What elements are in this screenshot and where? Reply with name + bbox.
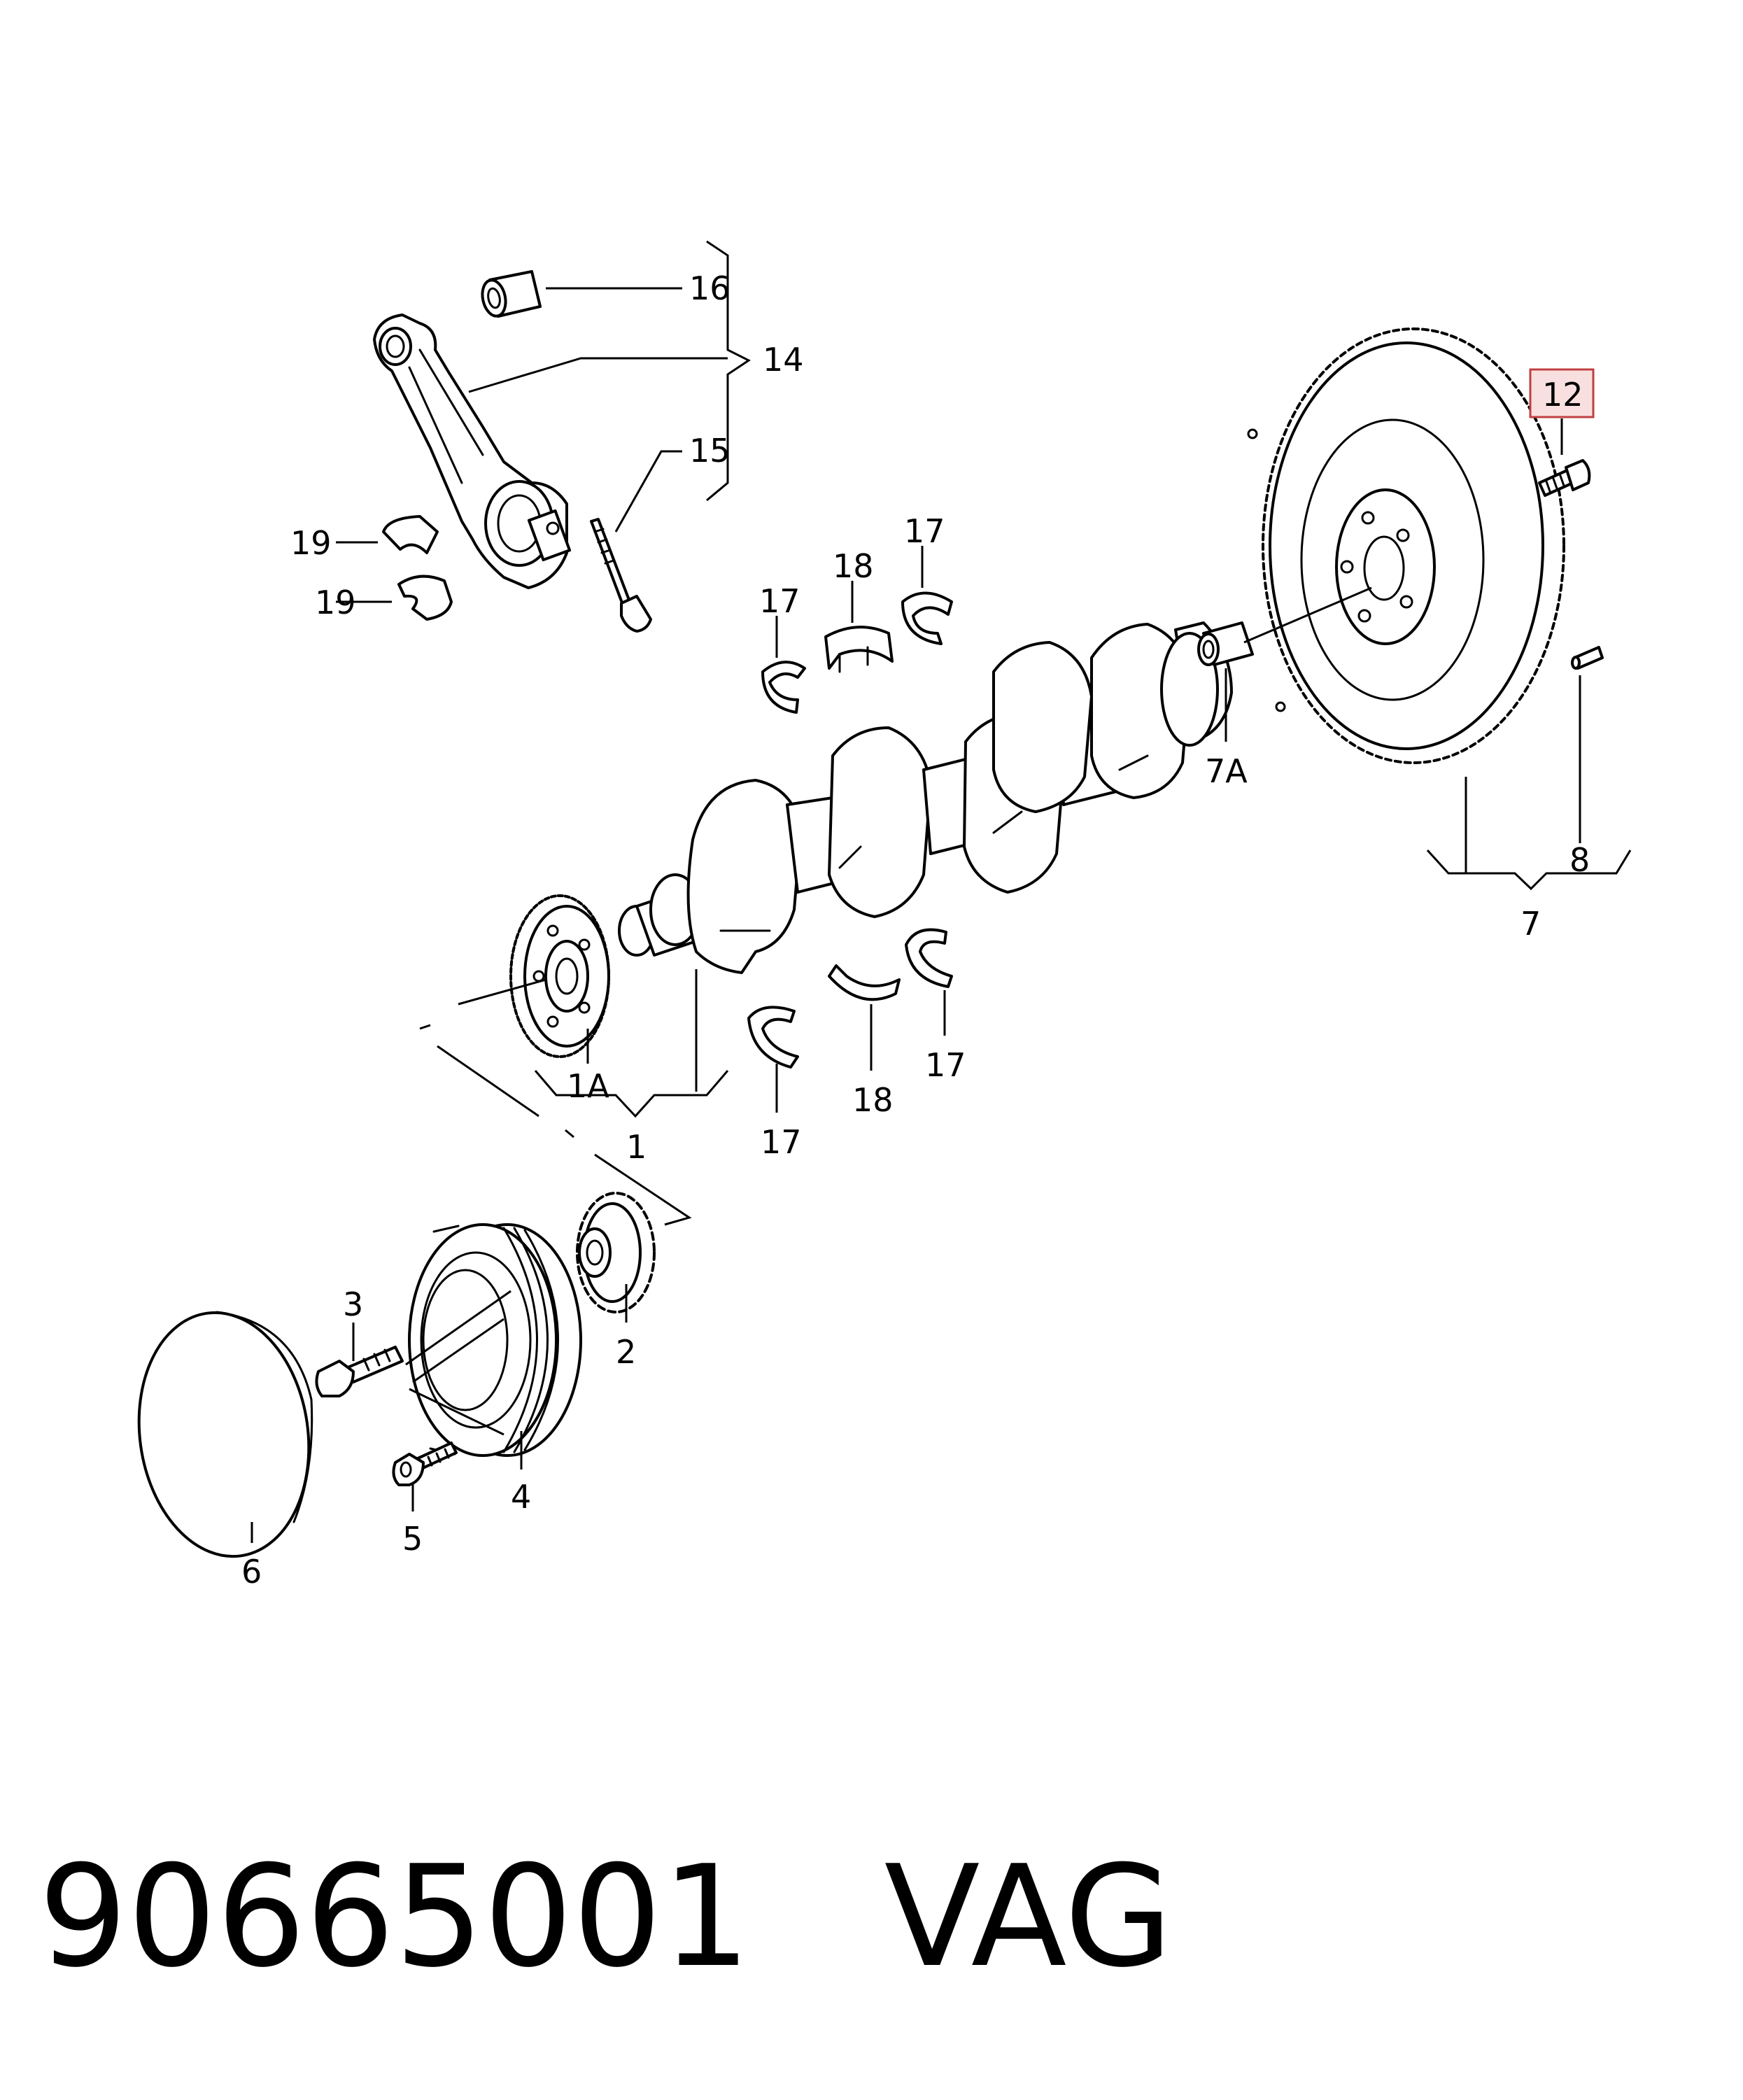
vibration-damper-pulley — [408, 1223, 582, 1457]
flywheel-bolt — [1538, 459, 1591, 497]
dowel-pin — [1571, 646, 1604, 670]
small-end-bushing — [481, 270, 542, 318]
part-number: 90665001 — [38, 1835, 751, 1999]
conrod-bearing-shells — [382, 515, 453, 621]
callout-7: 7 — [1520, 905, 1541, 943]
callout-17-lower-left: 17 — [761, 1123, 802, 1161]
callout-7A: 7A — [1205, 752, 1248, 790]
callout-18-upper: 18 — [833, 547, 874, 585]
main-bearing-shells-upper — [824, 626, 894, 673]
callout-6: 6 — [241, 1553, 262, 1591]
callout-2: 2 — [616, 1333, 636, 1371]
callout-labels: 16 14 15 19 19 12 17 18 17 7A 8 7 1A 1 1… — [241, 269, 1595, 1591]
callout-19-lower: 19 — [315, 584, 356, 621]
callout-17-lower-right: 17 — [925, 1046, 966, 1084]
thrust-washer-upper-left — [761, 661, 806, 714]
callout-15: 15 — [689, 432, 731, 470]
pulley-bolt — [392, 1442, 458, 1486]
crankshaft — [618, 621, 1233, 974]
callout-12: 12 — [1542, 376, 1583, 414]
callout-17-upper-right: 17 — [904, 512, 945, 550]
crankshaft-gear — [509, 894, 610, 1058]
callout-14: 14 — [763, 341, 804, 379]
callout-17-upper-left: 17 — [759, 582, 800, 620]
callout-18-lower: 18 — [852, 1081, 894, 1119]
flywheel — [1247, 327, 1565, 764]
callout-4: 4 — [511, 1478, 531, 1516]
callout-16: 16 — [689, 269, 731, 307]
callout-12-highlight — [1529, 368, 1595, 418]
needle-bearing — [1197, 621, 1254, 666]
connecting-rod — [373, 313, 572, 589]
thrust-washer-lower-right — [905, 928, 953, 988]
callout-3: 3 — [343, 1285, 363, 1323]
part-number-caption: 90665001 VAG — [38, 1833, 1173, 2001]
callout-19-upper: 19 — [290, 524, 332, 562]
pulley-center-bolt — [315, 1346, 404, 1397]
thrust-washer-upper-right — [901, 591, 953, 645]
thrust-washer-lower-left — [747, 1006, 799, 1069]
callout-5: 5 — [402, 1520, 423, 1558]
conrod-bolt — [590, 518, 652, 633]
callout-1A: 1A — [567, 1067, 609, 1105]
crank-sprocket — [576, 1192, 656, 1313]
leader-lines — [250, 240, 1632, 1543]
brand-name: VAG — [884, 1835, 1173, 1999]
main-bearing-shells-lower — [828, 964, 901, 1001]
cover-cap — [137, 1311, 313, 1558]
callout-1: 1 — [626, 1128, 647, 1166]
callout-8: 8 — [1569, 841, 1590, 879]
